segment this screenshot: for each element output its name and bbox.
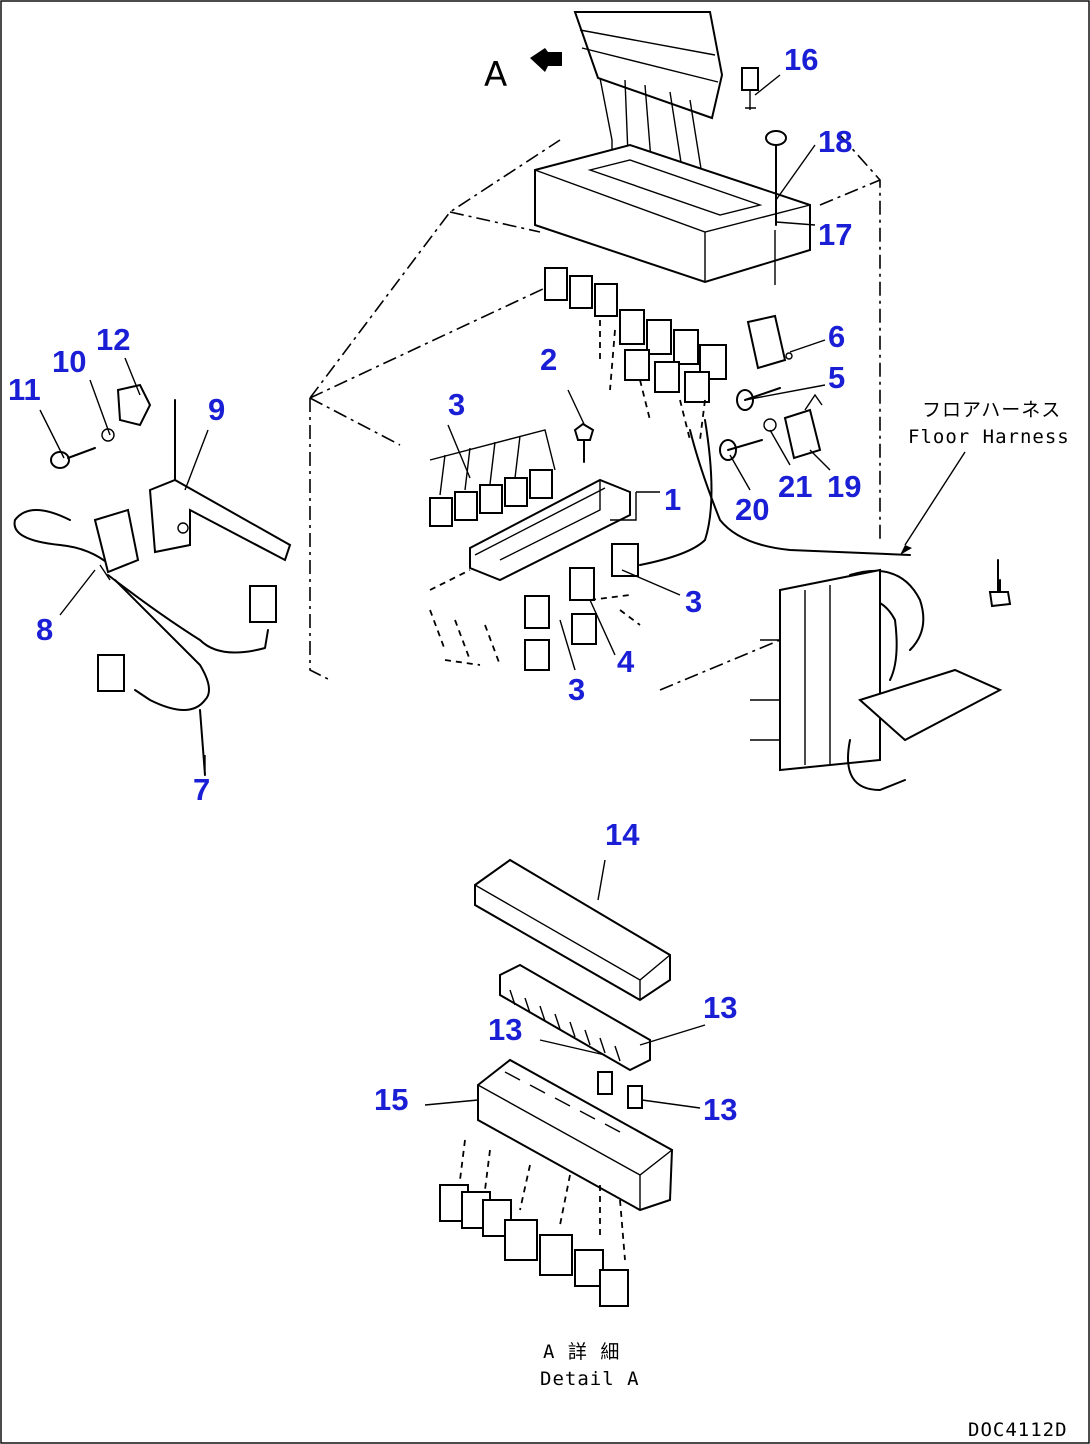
relay-6 [746,314,793,370]
callout-18[interactable]: 18 [818,124,852,159]
clip-12 [116,383,152,427]
bolt-2 [573,422,595,463]
callout-3[interactable]: 3 [448,387,465,422]
callout-labels[interactable]: 1 2 3 3 3 4 5 6 7 8 9 10 11 12 13 13 13 … [8,42,861,1127]
floor-harness [750,559,1012,791]
bolt-20 [719,439,763,461]
callout-2[interactable]: 2 [540,342,557,377]
drawing-code: DOC4112D [968,1419,1068,1441]
callout-6[interactable]: 6 [828,319,845,354]
callout-3[interactable]: 3 [568,672,585,707]
fuse-holder-15 [439,1058,674,1307]
connector-plug-16 [741,67,759,110]
callout-13[interactable]: 13 [703,990,737,1025]
callout-14[interactable]: 14 [605,817,640,852]
callout-17[interactable]: 17 [818,217,852,252]
washer-21 [763,418,777,432]
callout-3[interactable]: 3 [685,584,702,619]
bracket-9 [148,399,292,562]
callout-5[interactable]: 5 [828,360,845,395]
callout-10[interactable]: 10 [52,344,86,379]
callout-4[interactable]: 4 [617,644,635,679]
floor-harness-label-en: Floor Harness [908,426,1070,448]
floor-harness-label-jp: フロアハーネス [922,399,1061,421]
callout-7[interactable]: 7 [193,772,210,807]
fuse-cover-14 [474,858,671,1002]
leader-lines [39,74,966,1109]
callout-9[interactable]: 9 [208,392,225,427]
callout-16[interactable]: 16 [784,42,818,77]
callout-13[interactable]: 13 [703,1092,737,1127]
callout-12[interactable]: 12 [96,322,130,357]
relay-block-cluster [429,429,641,671]
wire-harness-7 [13,509,277,776]
detail-label-en: Detail A [540,1368,640,1390]
grommet-clamp-8 [93,508,140,581]
callout-19[interactable]: 19 [827,469,861,504]
view-label-a: A [484,55,507,95]
bolt-11 [50,447,96,469]
cab-phantom-outline [309,134,881,691]
callout-15[interactable]: 15 [374,1082,408,1117]
view-arrow-icon [530,48,562,72]
callout-1[interactable]: 1 [664,482,681,517]
bolt-18 [765,130,787,226]
callout-13[interactable]: 13 [488,1012,522,1047]
fuse-box-assembly-upper [534,11,911,566]
callout-20[interactable]: 20 [735,492,769,527]
bolt-5 [736,387,781,411]
relay-bank [544,267,911,566]
callout-8[interactable]: 8 [36,612,53,647]
callout-11[interactable]: 11 [8,372,41,407]
detail-label-jp: A 詳 細 [543,1341,620,1363]
relay-19 [783,393,823,460]
fuse-strip-13 [499,963,651,1109]
callout-21[interactable]: 21 [778,469,812,504]
